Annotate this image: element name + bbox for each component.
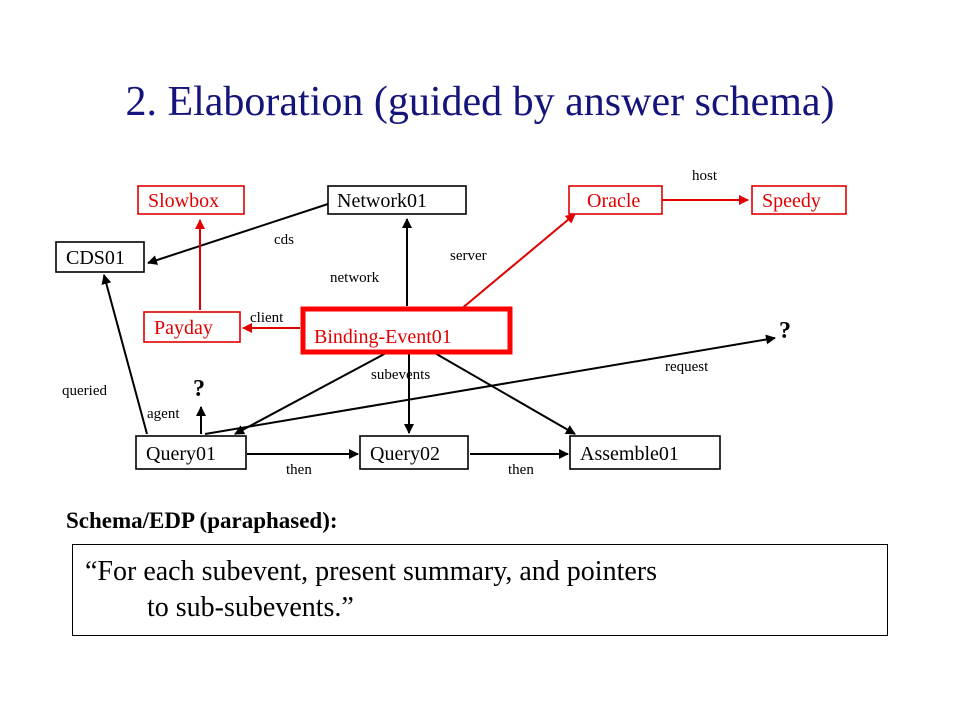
edge-server: [459, 213, 576, 311]
node-slowbox-label: Slowbox: [148, 190, 219, 212]
label-subevents: subevents: [371, 367, 430, 383]
node-query01-label: Query01: [146, 443, 216, 465]
node-slowbox: Slowbox: [137, 185, 245, 215]
page-title: 2. Elaboration (guided by answer schema): [125, 79, 835, 125]
schema-heading: Schema/EDP (paraphased):: [66, 508, 338, 533]
label-client: client: [250, 310, 284, 326]
label-queried: queried: [62, 383, 107, 399]
node-binding-event01-label: Binding-Event01: [314, 326, 452, 348]
node-cds01: CDS01: [55, 241, 145, 273]
node-payday: Payday: [143, 311, 241, 343]
label-host: host: [692, 168, 718, 184]
node-assemble01-label: Assemble01: [580, 443, 679, 465]
edge-subevent-assemble01: [432, 351, 576, 435]
edge-cds: [147, 203, 329, 265]
edge-queried: [101, 274, 148, 435]
node-query02: Query02: [359, 435, 469, 470]
node-payday-label: Payday: [154, 317, 213, 339]
label-network: network: [330, 270, 380, 286]
edge-subevent-query01: [234, 351, 389, 435]
node-query01: Query01: [135, 435, 247, 470]
node-network01: Network01: [327, 185, 467, 215]
label-request: request: [665, 359, 709, 375]
label-agent: agent: [147, 406, 180, 422]
label-then-1: then: [286, 462, 312, 478]
node-speedy-label: Speedy: [762, 190, 821, 212]
node-cds01-label: CDS01: [66, 247, 125, 269]
label-cds: cds: [274, 232, 294, 248]
node-network01-label: Network01: [337, 190, 427, 212]
node-speedy: Speedy: [751, 185, 847, 215]
node-query02-label: Query02: [370, 443, 440, 465]
node-oracle: Oracle: [568, 185, 663, 215]
unknown-agent-target: ?: [193, 376, 205, 402]
unknown-request-target: ?: [779, 318, 791, 344]
label-server: server: [450, 248, 487, 264]
schema-quote-line-2: to sub-subevents.”: [147, 592, 354, 623]
schema-quote-box: “For each subevent, present summary, and…: [72, 544, 888, 636]
node-binding-event01: Binding-Event01: [300, 306, 513, 355]
edge-labels: host cds server network client request s…: [62, 168, 718, 478]
label-then-2: then: [508, 462, 534, 478]
schema-quote-line-1: “For each subevent, present summary, and…: [85, 556, 658, 587]
edges: [101, 195, 776, 459]
node-oracle-label: Oracle: [587, 190, 640, 212]
node-assemble01: Assemble01: [569, 435, 721, 470]
